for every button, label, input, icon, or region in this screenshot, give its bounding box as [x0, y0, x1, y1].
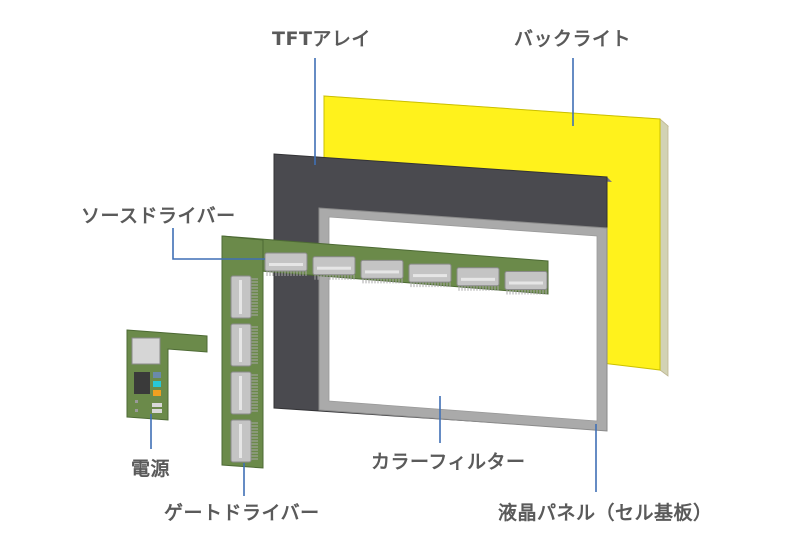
- power-component-orange: [153, 390, 161, 396]
- power-connector-2: [152, 409, 162, 413]
- source-driver-chip: [408, 263, 452, 288]
- label-tft-array: TFTアレイ: [272, 28, 371, 50]
- power-component-blue: [153, 372, 161, 378]
- gate-driver-chips: [230, 275, 258, 463]
- label-source-driver: ソースドライバー: [81, 205, 236, 227]
- power-chip-dark: [134, 372, 150, 394]
- gate-driver-chip: [230, 419, 258, 463]
- label-backlight: バックライト: [514, 28, 632, 50]
- label-power-supply: 電源: [131, 458, 171, 480]
- source-driver-board: [221, 235, 549, 295]
- source-driver-chip: [504, 271, 548, 295]
- source-driver-chip: [456, 267, 500, 291]
- power-connector-1: [152, 403, 162, 407]
- power-chip-large: [131, 337, 161, 365]
- gate-driver-chip: [230, 371, 258, 415]
- color-filter-panel: [318, 207, 608, 432]
- gate-driver-chip: [230, 323, 258, 367]
- label-lcd-panel: 液晶パネル（セル基板）: [498, 502, 713, 524]
- power-component-small: [135, 400, 138, 403]
- leader-lines: [150, 58, 597, 496]
- source-driver-chip: [264, 252, 308, 276]
- label-color-filter: カラーフィルター: [371, 451, 526, 473]
- source-driver-chips: [264, 252, 548, 295]
- gate-driver-board: [221, 235, 264, 469]
- power-component-small-2: [135, 409, 138, 412]
- source-driver-chip: [312, 256, 356, 280]
- power-component-cyan: [153, 381, 161, 387]
- gate-driver-chip: [230, 275, 258, 319]
- source-driver-chip: [360, 259, 404, 284]
- label-gate-driver: ゲートドライバー: [164, 502, 320, 524]
- power-supply-board: [126, 329, 208, 421]
- leader-source-driver: [172, 228, 265, 260]
